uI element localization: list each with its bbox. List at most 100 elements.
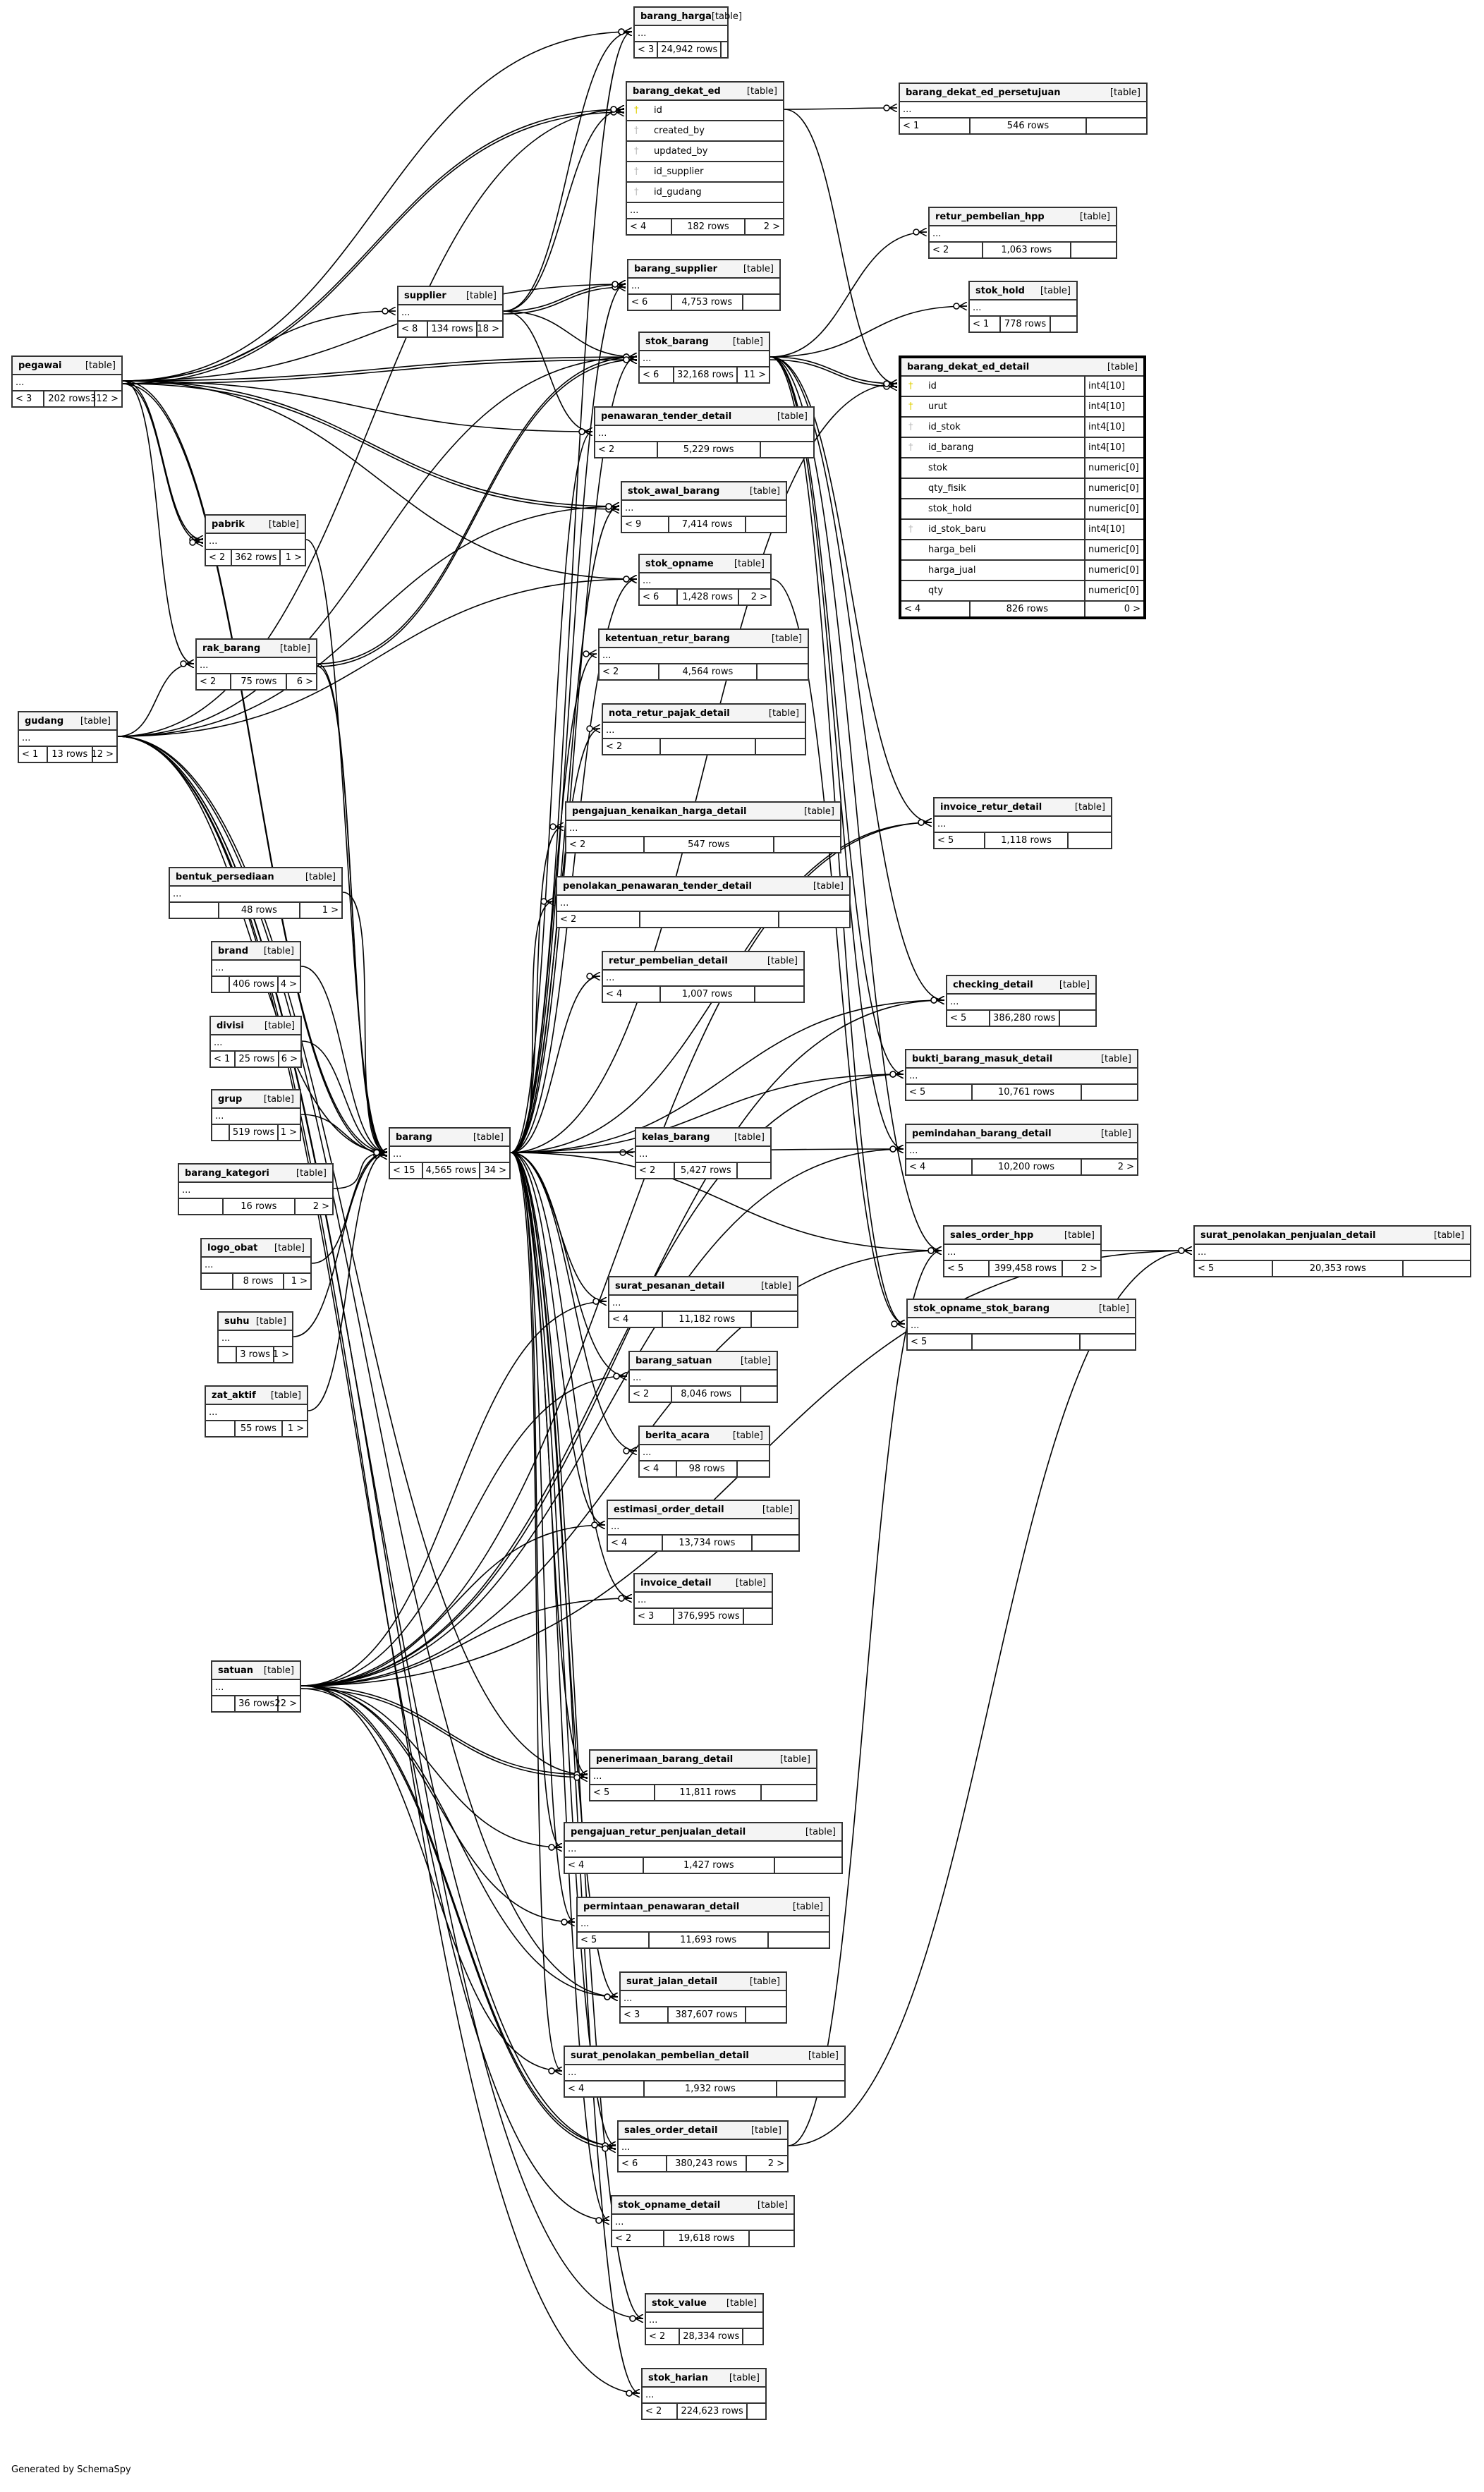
table-name-link[interactable]: barang_kategori xyxy=(185,1167,269,1179)
parents-count-link[interactable]: < 3 xyxy=(624,2010,640,2020)
more-columns-row[interactable]: ... xyxy=(578,1916,829,1933)
children-count-link[interactable] xyxy=(746,2007,786,2022)
parents-count-link[interactable]: < 5 xyxy=(937,835,954,846)
children-count-link[interactable] xyxy=(779,912,849,927)
table-header[interactable]: ketentuan_retur_barang[table] xyxy=(600,630,808,648)
children-count-link[interactable]: 34 > xyxy=(484,1165,506,1176)
table-name-link[interactable]: stok_hold xyxy=(975,285,1025,296)
table-header[interactable]: permintaan_penawaran_detail[table] xyxy=(578,1898,829,1916)
parents-count-link[interactable]: < 4 xyxy=(904,604,921,614)
table-name-link[interactable]: suhu xyxy=(224,1315,250,1327)
children-count-link[interactable]: 1 > xyxy=(285,552,302,563)
table-header[interactable]: barang_dekat_ed_detail[table] xyxy=(901,358,1143,377)
children-count-link[interactable]: 2 > xyxy=(1117,1162,1134,1172)
column-row[interactable]: †id_gudang xyxy=(627,183,783,203)
table-header[interactable]: zat_aktif[table] xyxy=(206,1387,307,1405)
parents-count-link[interactable] xyxy=(206,1421,234,1436)
table-name-link[interactable]: barang_supplier xyxy=(634,263,718,274)
table-header[interactable]: bentuk_persediaan[table] xyxy=(170,868,341,887)
table-header[interactable]: stok_awal_barang[table] xyxy=(622,482,786,501)
table-name-link[interactable]: retur_pembelian_hpp xyxy=(935,211,1045,222)
table-header[interactable]: supplier[table] xyxy=(399,287,502,305)
more-columns-row[interactable]: ... xyxy=(619,2140,787,2156)
children-count-link[interactable]: 6 > xyxy=(296,676,313,687)
table-name-link[interactable]: barang_satuan xyxy=(635,1355,712,1366)
parents-count-link[interactable]: < 5 xyxy=(911,1337,928,1347)
parents-count-link[interactable]: < 5 xyxy=(580,1935,597,1945)
table-name-link[interactable]: surat_pesanan_detail xyxy=(615,1280,725,1291)
table-name-link[interactable]: stok_awal_barang xyxy=(628,485,720,497)
children-count-link[interactable] xyxy=(748,2404,765,2419)
more-columns-row[interactable]: ... xyxy=(212,1680,300,1696)
more-columns-row[interactable]: ... xyxy=(206,1405,307,1421)
table-header[interactable]: barang_supplier[table] xyxy=(628,260,779,279)
table-header[interactable]: sales_order_hpp[table] xyxy=(944,1227,1100,1245)
table-header[interactable]: stok_opname_stok_barang[table] xyxy=(908,1300,1135,1318)
table-header[interactable]: penerimaan_barang_detail[table] xyxy=(590,1751,816,1769)
children-count-link[interactable]: 2 > xyxy=(312,1201,329,1212)
children-count-link[interactable] xyxy=(777,2081,844,2096)
children-count-link[interactable]: 4 > xyxy=(280,979,297,990)
table-surat-penolakan-pembelian-detail[interactable]: surat_penolakan_pembelian_detail[table].… xyxy=(564,2046,846,2098)
children-count-link[interactable]: 0 > xyxy=(1124,604,1141,614)
more-columns-row[interactable]: ... xyxy=(640,351,769,367)
children-count-link[interactable]: 2 > xyxy=(767,2158,784,2169)
children-count-link[interactable] xyxy=(1060,1011,1095,1026)
table-surat-penolakan-penjualan-detail[interactable]: surat_penolakan_penjualan_detail[table].… xyxy=(1193,1225,1471,1277)
parents-count-link[interactable]: < 3 xyxy=(638,44,655,55)
table-header[interactable]: nota_retur_pajak_detail[table] xyxy=(603,705,805,723)
table-pengajuan-retur-penjualan-detail[interactable]: pengajuan_retur_penjualan_detail[table].… xyxy=(564,1822,843,1874)
children-count-link[interactable] xyxy=(775,1858,841,1873)
table-name-link[interactable]: barang xyxy=(396,1131,432,1143)
table-pengajuan-kenaikan-harga-detail[interactable]: pengajuan_kenaikan_harga_detail[table]..… xyxy=(565,801,841,853)
parents-count-link[interactable]: < 5 xyxy=(1198,1263,1215,1274)
table-name-link[interactable]: stok_barang xyxy=(645,336,709,347)
children-count-link[interactable] xyxy=(1081,1335,1135,1349)
table-name-link[interactable]: barang_harga xyxy=(640,11,712,22)
table-header[interactable]: checking_detail[table] xyxy=(947,976,1095,995)
children-count-link[interactable]: 2 > xyxy=(763,221,780,232)
children-count-link[interactable]: 312 > xyxy=(90,394,118,404)
table-header[interactable]: surat_jalan_detail[table] xyxy=(621,1973,786,1991)
table-header[interactable]: pegawai[table] xyxy=(13,357,121,375)
children-count-link[interactable] xyxy=(743,295,779,310)
table-header[interactable]: kelas_barang[table] xyxy=(636,1129,770,1147)
table-name-link[interactable]: satuan xyxy=(218,1665,254,1676)
table-name-link[interactable]: barang_dekat_ed xyxy=(633,85,721,97)
more-columns-row[interactable]: ... xyxy=(595,426,813,442)
more-columns-row[interactable]: ... xyxy=(640,1445,769,1461)
more-columns-row[interactable]: ... xyxy=(608,1519,798,1536)
table-name-link[interactable]: gudang xyxy=(25,715,64,727)
table-name-link[interactable]: stok_opname xyxy=(645,558,714,569)
table-name-link[interactable]: ketentuan_retur_barang xyxy=(605,633,730,644)
parents-count-link[interactable] xyxy=(170,903,218,918)
children-count-link[interactable]: 18 > xyxy=(477,324,499,334)
children-count-link[interactable] xyxy=(755,987,803,1002)
children-count-link[interactable]: 1 > xyxy=(280,1127,297,1138)
table-permintaan-penawaran-detail[interactable]: permintaan_penawaran_detail[table]... < 5… xyxy=(576,1897,830,1949)
table-name-link[interactable]: invoice_retur_detail xyxy=(940,801,1042,813)
parents-count-link[interactable]: < 3 xyxy=(638,1611,655,1622)
table-header[interactable]: berita_acara[table] xyxy=(640,1427,769,1445)
parents-count-link[interactable]: < 2 xyxy=(645,2406,662,2417)
table-name-link[interactable]: zat_aktif xyxy=(212,1390,256,1401)
children-count-link[interactable]: 1 > xyxy=(291,1276,308,1287)
more-columns-row[interactable]: ... xyxy=(390,1147,509,1163)
children-count-link[interactable] xyxy=(753,1536,798,1550)
more-columns-row[interactable]: ... xyxy=(603,971,803,987)
